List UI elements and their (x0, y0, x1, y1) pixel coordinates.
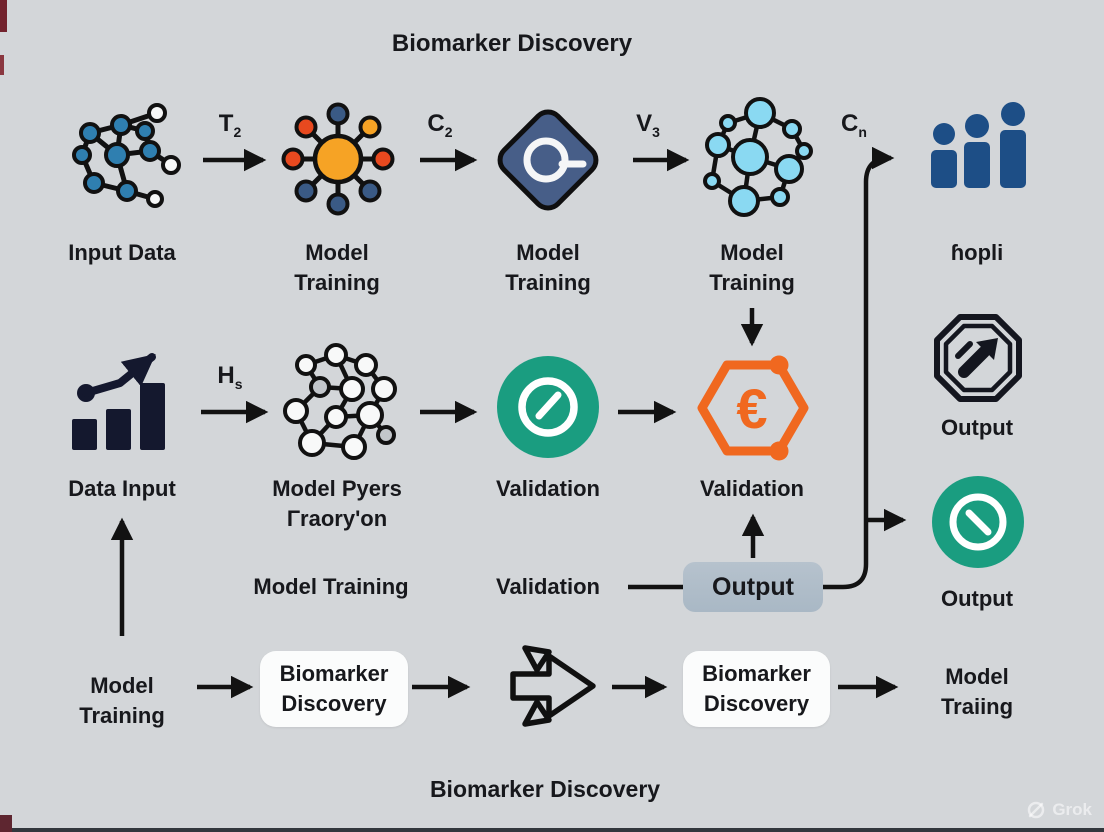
label-validation-2: Validation (700, 476, 804, 501)
label-model-training-r3: Model Training (253, 574, 409, 599)
label-output-1: Output (940, 415, 1014, 440)
octagon-arrow-icon (930, 310, 1026, 406)
output-box-label: Output (712, 572, 794, 601)
page-title: Biomarker Discovery (391, 30, 633, 57)
label-model-training-2: Model Training (505, 240, 591, 295)
label-model-traiing: Model Traiing (940, 664, 1014, 719)
biomarker-box-1-label: Biomarker Discovery (279, 661, 389, 716)
grok-logo-icon (1028, 801, 1045, 819)
edge-artifact-bottom-left (0, 815, 12, 832)
watermark: Grok (1026, 800, 1092, 820)
circle-slash-green-icon (930, 474, 1026, 570)
label-data-input: Data Input (68, 476, 176, 501)
euro-glyph: € (736, 377, 767, 440)
watermark-label: Grok (1052, 800, 1092, 819)
edge-label-hs: Hs (217, 362, 243, 392)
label-validation-1: Validation (496, 476, 600, 501)
label-people: ɦopli (950, 240, 1004, 265)
footer-title: Biomarker Discovery (429, 776, 661, 802)
output-box: Output (683, 562, 823, 612)
edge-label-t2: T2 (218, 110, 242, 140)
diamond-refresh-icon (488, 100, 608, 220)
label-cluster-line1: Model Pyers (272, 476, 402, 501)
label-validation-r3: Validation (496, 574, 600, 599)
network-graph-icon (57, 93, 187, 225)
label-output-2: Output (940, 586, 1014, 611)
edge-artifact-top-left (0, 0, 7, 32)
connector-output-to-top (823, 146, 895, 590)
edge-artifact-left (0, 55, 4, 75)
double-arrow-icon (503, 640, 603, 732)
people-bars-icon (922, 100, 1032, 206)
edge-label-c2: C2 (427, 110, 453, 140)
edge-label-cn: Cn (841, 110, 867, 140)
label-cluster-line2: Γraory'on (286, 506, 388, 531)
edge-label-v3: V3 (636, 110, 660, 140)
label-input-data: Input Data (68, 240, 176, 265)
hexagon-euro-icon: € (694, 352, 812, 464)
bar-chart-rise-icon (62, 343, 174, 455)
blue-cluster-icon (690, 93, 816, 223)
hub-spoke-icon (273, 95, 403, 225)
label-model-training-1: Model Training (294, 240, 380, 295)
label-model-training-r4: Model Training (79, 673, 165, 728)
biomarker-discovery-box-1: Biomarker Discovery (260, 651, 408, 727)
label-model-training-3: Model Training (709, 240, 795, 295)
biomarker-box-2-label: Biomarker Discovery (702, 661, 811, 716)
edge-artifact-bottom (0, 828, 1104, 832)
gauge-green-icon (495, 355, 601, 461)
biomarker-discovery-box-2: Biomarker Discovery (683, 651, 830, 727)
white-cluster-icon (272, 343, 400, 465)
